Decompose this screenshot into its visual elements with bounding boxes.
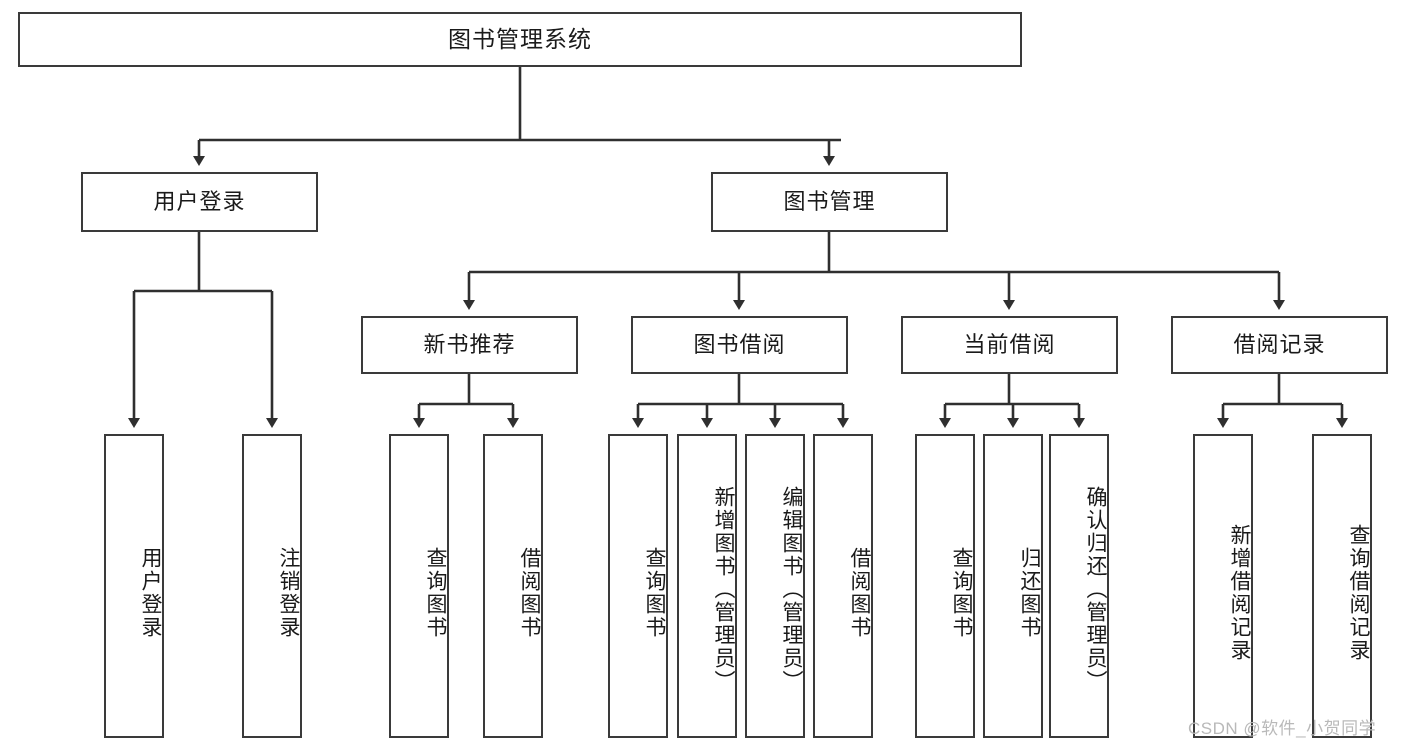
node-leaf-query-record-label: 查询借阅记录 <box>1347 524 1370 662</box>
node-borrow-record-label: 借阅记录 <box>1233 331 1326 357</box>
node-leaf-logout[interactable]: 注销登录 <box>242 434 302 738</box>
node-book-borrow[interactable]: 图书借阅 <box>631 316 848 374</box>
node-leaf-query-book-2-label: 查询图书 <box>643 547 666 639</box>
node-leaf-return-book-label: 归还图书 <box>1018 547 1041 639</box>
node-leaf-add-record[interactable]: 新增借阅记录 <box>1193 434 1253 738</box>
node-leaf-edit-book-label: 编辑图书（管理员） <box>780 485 803 693</box>
node-new-book-recommend-label: 新书推荐 <box>423 331 516 357</box>
node-user-login-label: 用户登录 <box>153 188 246 214</box>
node-leaf-confirm-return[interactable]: 确认归还（管理员） <box>1049 434 1109 738</box>
node-leaf-query-book-2[interactable]: 查询图书 <box>608 434 668 738</box>
watermark-text: CSDN @软件_小贺同学 <box>1188 719 1377 738</box>
node-leaf-borrow-book-2-label: 借阅图书 <box>848 547 871 639</box>
node-leaf-edit-book[interactable]: 编辑图书（管理员） <box>745 434 805 738</box>
node-leaf-return-book[interactable]: 归还图书 <box>983 434 1043 738</box>
node-leaf-user-login-label: 用户登录 <box>139 547 162 639</box>
node-leaf-borrow-book-1-label: 借阅图书 <box>518 547 541 639</box>
node-leaf-borrow-book-1[interactable]: 借阅图书 <box>483 434 543 738</box>
node-leaf-query-record[interactable]: 查询借阅记录 <box>1312 434 1372 738</box>
node-book-borrow-label: 图书借阅 <box>693 331 786 357</box>
node-leaf-borrow-book-2[interactable]: 借阅图书 <box>813 434 873 738</box>
node-new-book-recommend[interactable]: 新书推荐 <box>361 316 578 374</box>
node-book-manage[interactable]: 图书管理 <box>711 172 948 232</box>
node-leaf-query-book-1[interactable]: 查询图书 <box>389 434 449 738</box>
node-root[interactable]: 图书管理系统 <box>18 12 1022 67</box>
node-borrow-record[interactable]: 借阅记录 <box>1171 316 1388 374</box>
node-user-login[interactable]: 用户登录 <box>81 172 318 232</box>
node-leaf-add-book[interactable]: 新增图书（管理员） <box>677 434 737 738</box>
node-leaf-query-book-3[interactable]: 查询图书 <box>915 434 975 738</box>
node-leaf-query-book-3-label: 查询图书 <box>950 547 973 639</box>
node-leaf-add-record-label: 新增借阅记录 <box>1228 524 1251 662</box>
node-leaf-query-book-1-label: 查询图书 <box>424 547 447 639</box>
node-current-borrow[interactable]: 当前借阅 <box>901 316 1118 374</box>
node-book-manage-label: 图书管理 <box>783 188 876 214</box>
node-leaf-user-login[interactable]: 用户登录 <box>104 434 164 738</box>
node-leaf-confirm-return-label: 确认归还（管理员） <box>1084 485 1107 693</box>
node-current-borrow-label: 当前借阅 <box>963 331 1056 357</box>
node-leaf-logout-label: 注销登录 <box>277 547 300 639</box>
node-leaf-add-book-label: 新增图书（管理员） <box>712 485 735 693</box>
node-root-label: 图书管理系统 <box>448 25 592 52</box>
